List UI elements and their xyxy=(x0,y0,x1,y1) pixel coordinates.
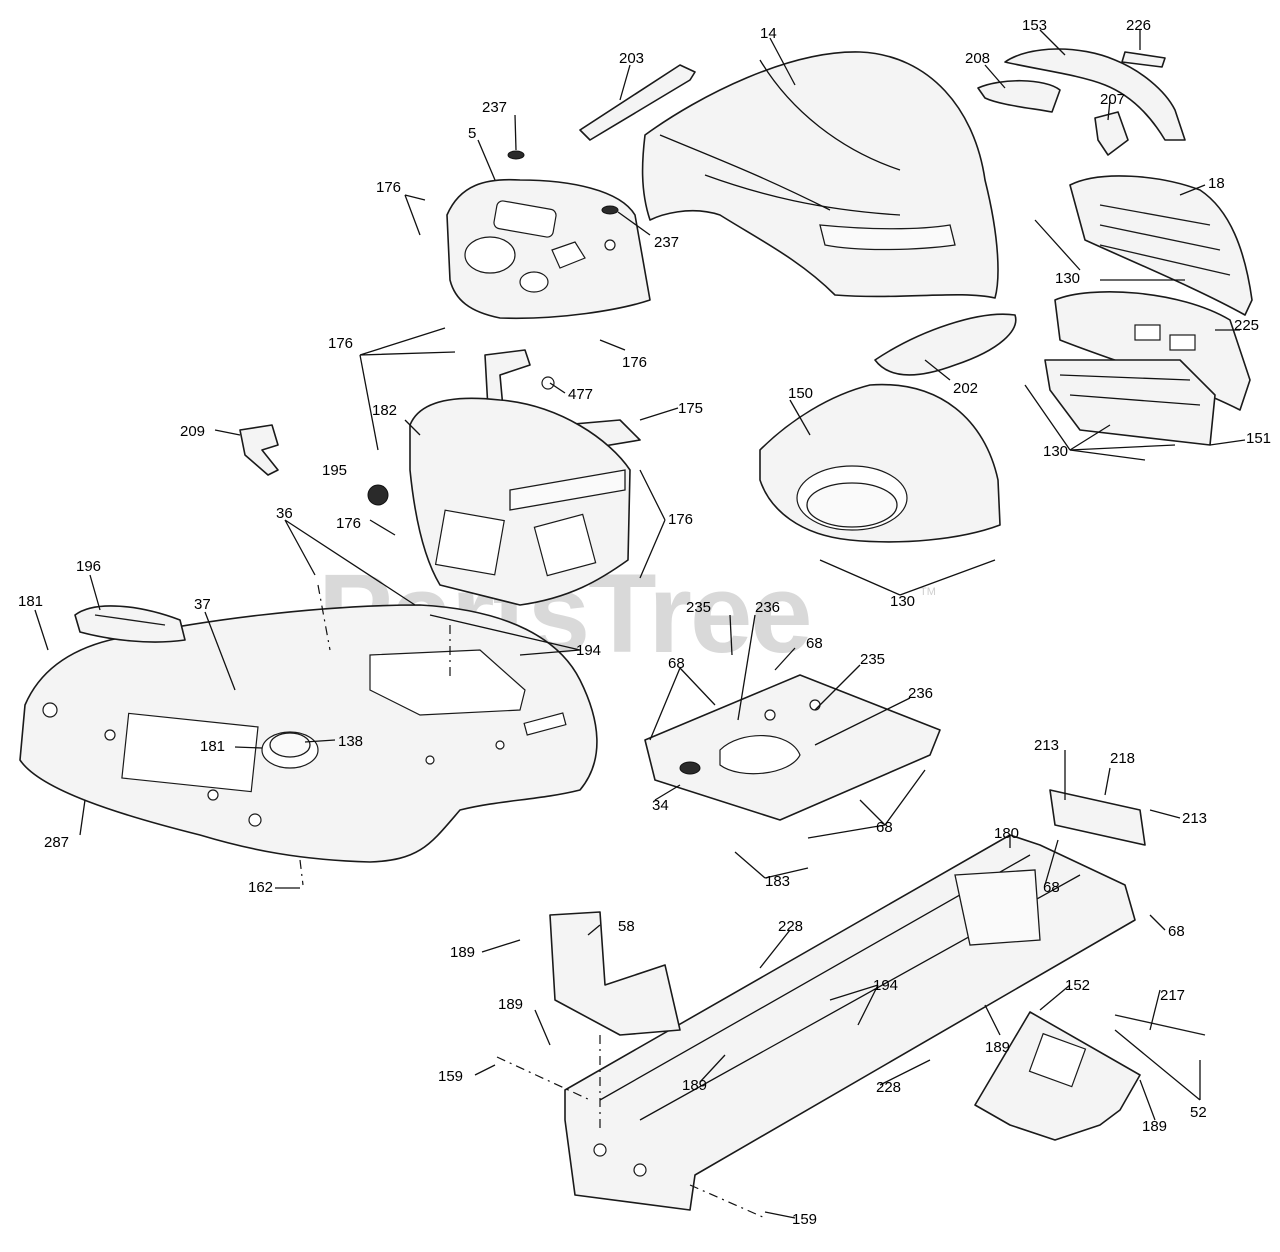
callout-236: 236 xyxy=(755,599,780,616)
callout-235: 235 xyxy=(860,651,885,668)
part-bracket-58[interactable] xyxy=(549,911,681,1036)
part-fender-deck-37[interactable] xyxy=(19,604,598,863)
part-shroud-150[interactable] xyxy=(759,383,1001,543)
callout-181: 181 xyxy=(200,738,225,755)
callout-14: 14 xyxy=(760,25,777,42)
callout-68: 68 xyxy=(1168,923,1185,940)
callout-5: 5 xyxy=(468,125,476,142)
callout-213: 213 xyxy=(1182,810,1207,827)
callout-228: 228 xyxy=(778,918,803,935)
part-frame-180[interactable] xyxy=(564,834,1136,1211)
callout-34: 34 xyxy=(652,797,669,814)
callout-138: 138 xyxy=(338,733,363,750)
part-side-trim-203[interactable] xyxy=(579,64,696,141)
callout-175: 175 xyxy=(678,400,703,417)
part-pedal-196[interactable] xyxy=(74,605,186,643)
callout-194: 194 xyxy=(576,642,601,659)
callout-209: 209 xyxy=(180,423,205,440)
callout-36: 36 xyxy=(276,505,293,522)
callout-176: 176 xyxy=(668,511,693,528)
callout-labels: 14 153 226 203 208 237 5 207 176 237 18 … xyxy=(18,17,1271,1228)
callout-150: 150 xyxy=(788,385,813,402)
callout-189: 189 xyxy=(682,1077,707,1094)
callout-218: 218 xyxy=(1110,750,1135,767)
callout-203: 203 xyxy=(619,50,644,67)
callout-225: 225 xyxy=(1234,317,1259,334)
callout-130: 130 xyxy=(1043,443,1068,460)
part-dash-housing-182[interactable] xyxy=(409,397,631,606)
part-bushing-195[interactable] xyxy=(367,484,389,506)
part-hood[interactable] xyxy=(641,51,999,299)
callout-18: 18 xyxy=(1208,175,1225,192)
callout-162: 162 xyxy=(248,879,273,896)
callout-159: 159 xyxy=(438,1068,463,1085)
part-grille-trim[interactable] xyxy=(977,48,1186,156)
callout-287: 287 xyxy=(44,834,69,851)
callout-176: 176 xyxy=(328,335,353,352)
callout-182: 182 xyxy=(372,402,397,419)
callout-153: 153 xyxy=(1022,17,1047,34)
callout-195: 195 xyxy=(322,462,347,479)
part-side-vent-202[interactable] xyxy=(874,313,1017,376)
callout-228: 228 xyxy=(876,1079,901,1096)
part-steering-plate-34[interactable] xyxy=(644,674,941,821)
callout-237: 237 xyxy=(482,99,507,116)
callout-180: 180 xyxy=(994,825,1019,842)
callout-181: 181 xyxy=(18,593,43,610)
callout-183: 183 xyxy=(765,873,790,890)
callout-208: 208 xyxy=(965,50,990,67)
callout-176: 176 xyxy=(336,515,361,532)
callout-58: 58 xyxy=(618,918,635,935)
callout-237: 237 xyxy=(654,234,679,251)
callout-176: 176 xyxy=(376,179,401,196)
watermark-trademark: TM xyxy=(920,586,936,598)
callout-68: 68 xyxy=(876,819,893,836)
callout-235: 235 xyxy=(686,599,711,616)
callout-202: 202 xyxy=(953,380,978,397)
callout-68: 68 xyxy=(806,635,823,652)
callout-130: 130 xyxy=(1055,270,1080,287)
callout-189: 189 xyxy=(498,996,523,1013)
callout-37: 37 xyxy=(194,596,211,613)
part-bracket-218[interactable] xyxy=(1049,789,1146,846)
part-bracket-151[interactable] xyxy=(1044,359,1216,446)
part-battery-tray-152[interactable] xyxy=(974,1011,1141,1141)
callout-217: 217 xyxy=(1160,987,1185,1004)
callout-189: 189 xyxy=(1142,1118,1167,1135)
centerlines xyxy=(299,584,766,1219)
callout-52: 52 xyxy=(1190,1104,1207,1121)
callout-189: 189 xyxy=(985,1039,1010,1056)
callout-68: 68 xyxy=(1043,879,1060,896)
callout-151: 151 xyxy=(1246,430,1271,447)
callout-130: 130 xyxy=(890,593,915,610)
callout-207: 207 xyxy=(1100,91,1125,108)
callout-194: 194 xyxy=(873,977,898,994)
part-grille-upper[interactable] xyxy=(1069,175,1253,316)
callout-196: 196 xyxy=(76,558,101,575)
part-clip-209[interactable] xyxy=(239,424,279,476)
callout-226: 226 xyxy=(1126,17,1151,34)
callout-159: 159 xyxy=(792,1211,817,1228)
part-dash-panel[interactable] xyxy=(446,178,651,320)
callout-213: 213 xyxy=(1034,737,1059,754)
part-grommet-237[interactable] xyxy=(507,150,619,215)
callout-68: 68 xyxy=(668,655,685,672)
callout-176: 176 xyxy=(622,354,647,371)
part-rod-217[interactable] xyxy=(1114,1014,1206,1036)
callout-152: 152 xyxy=(1065,977,1090,994)
callout-189: 189 xyxy=(450,944,475,961)
leader-lines xyxy=(34,29,1246,1219)
callout-236: 236 xyxy=(908,685,933,702)
callout-477: 477 xyxy=(568,386,593,403)
